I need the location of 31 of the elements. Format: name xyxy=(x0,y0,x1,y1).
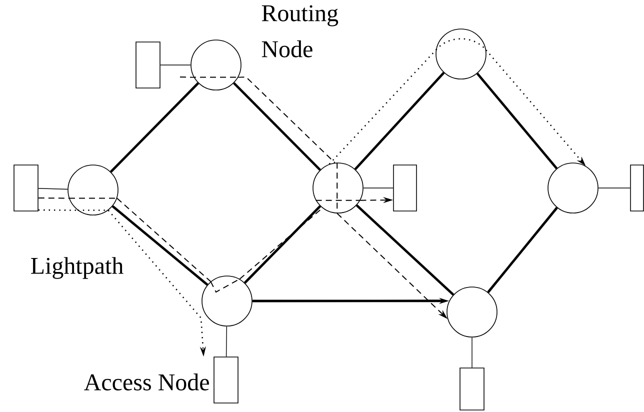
node-circle xyxy=(446,286,498,338)
line xyxy=(328,50,436,165)
line xyxy=(112,205,208,286)
annotation-text: Lightpath xyxy=(31,257,124,279)
node-circle xyxy=(548,162,598,214)
node-box xyxy=(630,164,644,212)
line xyxy=(487,206,558,294)
node-circle xyxy=(68,164,118,216)
node-box xyxy=(460,368,484,410)
node-circle xyxy=(436,28,486,80)
annotation-text: Routing Node xyxy=(262,5,338,58)
line xyxy=(116,198,212,282)
node-box xyxy=(136,42,160,88)
line xyxy=(476,72,558,170)
line xyxy=(226,326,228,357)
node-circle xyxy=(312,162,364,214)
node-box xyxy=(14,164,38,212)
line xyxy=(110,82,200,173)
line xyxy=(160,64,191,66)
line xyxy=(238,76,336,164)
annotation-text: Access Node xyxy=(84,374,209,390)
line xyxy=(354,72,445,170)
line xyxy=(356,204,454,296)
line xyxy=(38,188,68,190)
line xyxy=(38,209,78,211)
node-box xyxy=(393,164,417,212)
line xyxy=(38,198,70,199)
node-circle xyxy=(190,40,242,90)
node-box xyxy=(214,356,238,404)
node-circle xyxy=(202,276,252,326)
line xyxy=(233,82,321,171)
